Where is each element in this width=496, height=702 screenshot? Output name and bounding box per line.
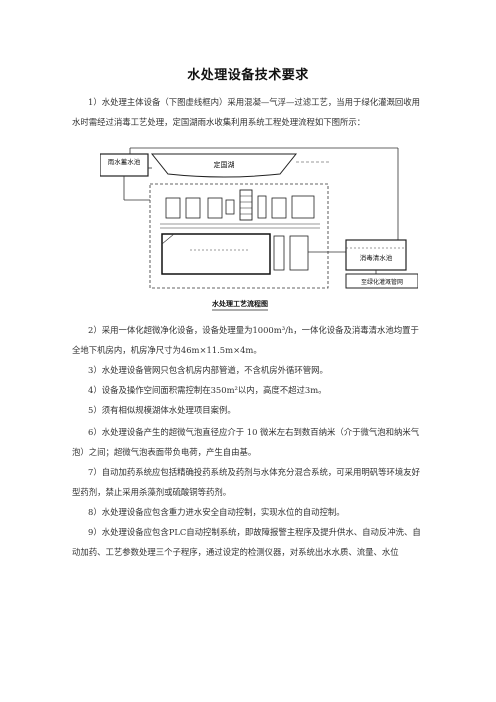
- equipment-frame: [149, 183, 329, 289]
- reservoir-label: 雨水蓄水池: [108, 157, 141, 166]
- paragraph-8: 8）水处理设备应包含重力进水安全自动控制，实现水位的自动控制。: [88, 507, 345, 517]
- lake-shape: [150, 153, 298, 178]
- paragraph-1: 1）水处理主体设备（下图虚线框内）采用混凝—气浮—过滤工艺，当用于绿化灌溉回收用…: [72, 97, 420, 127]
- paragraph-9: 9）水处理设备应包含PLC自动控制系统，即故障报警主程序及提升供水、自动反冲洗、…: [72, 527, 421, 557]
- paragraph-3: 3）水处理设备管网只包含机房内部管道，不含机房外循环管网。: [88, 365, 328, 375]
- green-pipe-box: [345, 273, 418, 289]
- clean-tank-label: 消毒清水池: [360, 253, 393, 262]
- paragraph-7: 7）自动加药系统应包括精确投药系统及药剂与水体充分混合系统，可采用明矾等环境友好…: [72, 467, 420, 497]
- paragraph-2: 2）采用一体化超微净化设备，设备处理量为1000m³/h，一体化设备及消毒清水池…: [72, 325, 419, 355]
- lake-label: 定国湖: [214, 160, 235, 169]
- diagram-caption: 水处理工艺流程图: [212, 299, 268, 308]
- green-pipe-label: 至绿化灌溉管网: [361, 278, 403, 286]
- paragraph-6: 6）水处理设备产生的超微气泡直径应介于 10 微米左右到数百纳米（介于微气泡和纳…: [72, 427, 420, 457]
- flotation-tank: [161, 233, 271, 275]
- paragraph-4: 4）设备及操作空间面积需控制在350m²以内，高度不超过3m。: [88, 385, 327, 395]
- process-flow-diagram: 雨水蓄水池 定国湖 消毒清水池 至绿化灌溉管网 水处理工艺流程图: [100, 147, 418, 311]
- page-title: 水处理设备技术要求: [187, 68, 309, 83]
- paragraph-5: 5）须有相似规模湖体水处理项目案例。: [88, 405, 236, 415]
